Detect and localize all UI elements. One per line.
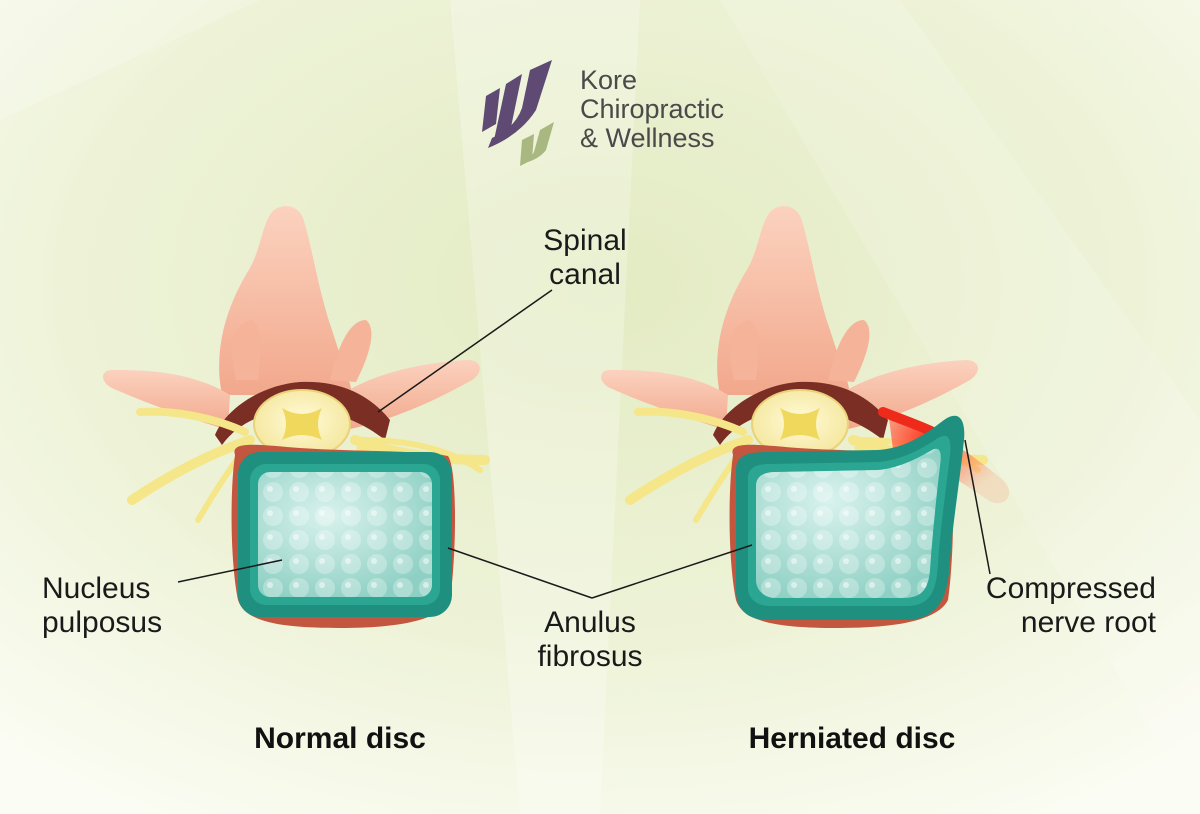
logo-line-2: Chiropractic xyxy=(580,95,724,124)
label-spinal-canal: Spinal canal xyxy=(520,224,650,292)
label-compressed-nerve-root: Compressed nerve root xyxy=(970,572,1156,640)
caption-herniated-disc: Herniated disc xyxy=(722,722,982,756)
label-nucleus-pulposus: Nucleus pulposus xyxy=(42,572,202,640)
logo-line-1: Kore xyxy=(580,66,724,95)
label-anulus-fibrosus: Anulus fibrosus xyxy=(515,606,665,674)
caption-normal-disc: Normal disc xyxy=(230,722,450,756)
logo-text: Kore Chiropractic & Wellness xyxy=(580,66,724,153)
logo-line-3: & Wellness xyxy=(580,124,724,153)
